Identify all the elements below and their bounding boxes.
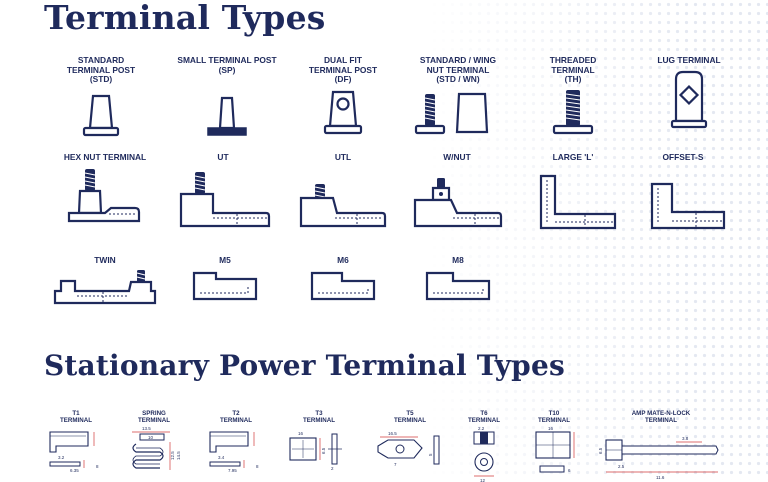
terminal-label: M8 — [452, 255, 464, 265]
t6-drawing-icon: 2.2 12 — [473, 426, 495, 482]
offset-s-terminal-icon — [650, 182, 726, 229]
dimension-label: 16.5 — [388, 431, 397, 436]
stationary-label: T1 TERMINAL — [60, 410, 92, 424]
hex-nut-terminal-icon — [67, 168, 141, 222]
stationary-label: AMP MATE-N-LOCK TERMINAL — [631, 410, 691, 424]
stationary-label: T5 TERMINAL — [394, 410, 426, 424]
dimension-label: 2 — [331, 466, 334, 471]
twin-terminal-icon — [53, 269, 157, 304]
t1-drawing-icon: 3.2 6.35 8 — [49, 431, 99, 473]
terminal-sp: SMALL TERMINAL POST (SP) — [172, 55, 282, 138]
terminal-label: LARGE 'L' — [552, 152, 594, 162]
t5-drawing-icon: 16.5 7 5 — [377, 431, 440, 467]
stationary-t2: T2 TERMINAL 3.4 7.95 8 — [206, 410, 266, 476]
terminal-label: SMALL TERMINAL POST (SP) — [177, 55, 277, 75]
stationary-amp: AMP MATE-N-LOCK TERMINAL 6.5 3.8 2.5 11.… — [596, 410, 726, 482]
terminal-m6: M6 — [288, 255, 398, 303]
dimension-label: 12.5 — [170, 451, 175, 460]
dimension-label: 7 — [394, 462, 397, 467]
stationary-t10: T10 TERMINAL 16 6 — [526, 410, 582, 482]
dimension-label: 3.2 — [58, 455, 65, 460]
spring-drawing-icon: 13.5 10 12.5 14.5 — [132, 426, 181, 470]
t3-drawing-icon: 16 6.5 2 — [289, 431, 342, 471]
terminal-label: M6 — [337, 255, 349, 265]
dimension-label: 14.5 — [176, 451, 181, 460]
dimension-label: 6 — [568, 468, 571, 473]
terminal-label: STANDARD TERMINAL POST (STD) — [66, 55, 136, 84]
dimension-label: 12 — [480, 478, 486, 482]
terminal-m8: M8 — [403, 255, 513, 303]
dimension-label: 7.95 — [228, 468, 237, 473]
section-title-terminal-types: Terminal Types — [44, 0, 326, 37]
amp-mate-n-lock-drawing-icon: 6.5 3.8 2.5 11.6 — [598, 436, 719, 480]
threaded-terminal-icon — [552, 89, 594, 134]
terminal-lug: LUG TERMINAL — [634, 55, 744, 129]
dimension-label: 16 — [548, 426, 554, 431]
dimension-label: 3.8 — [682, 436, 689, 441]
stationary-label: SPRING TERMINAL — [138, 410, 170, 424]
terminal-offset-s: OFFSET-S — [628, 152, 738, 232]
stationary-label: T10 TERMINAL — [538, 410, 570, 424]
terminal-label: LUG TERMINAL — [657, 55, 721, 65]
terminal-label: UTL — [334, 152, 352, 162]
dimension-label: 3.4 — [218, 455, 225, 460]
dimension-label: 6.35 — [70, 468, 79, 473]
terminal-label: M5 — [219, 255, 231, 265]
dimension-label: 2.5 — [618, 464, 625, 469]
terminal-w-nut: W/NUT — [402, 152, 512, 232]
terminal-label: TWIN — [94, 255, 116, 265]
stationary-label: T6 TERMINAL — [468, 410, 500, 424]
dimension-label: 10 — [148, 435, 154, 440]
dimension-label: 11.6 — [656, 475, 665, 480]
dimension-label: 16 — [298, 431, 304, 436]
dimension-label: 8 — [256, 464, 259, 469]
stationary-t3: T3 TERMINAL 16 6.5 2 — [284, 410, 354, 476]
dimension-label: 13.5 — [142, 426, 151, 431]
terminal-th: THREADED TERMINAL (TH) — [518, 55, 628, 138]
t2-drawing-icon: 3.4 7.95 8 — [209, 431, 259, 473]
terminal-hex-nut: HEX NUT TERMINAL — [50, 152, 160, 232]
small-post-icon — [207, 96, 247, 136]
stationary-label: T2 TERMINAL — [220, 410, 252, 424]
dual-fit-post-icon — [323, 90, 363, 134]
stationary-t6: T6 TERMINAL 2.2 12 — [460, 410, 508, 482]
m8-terminal-icon — [425, 271, 491, 300]
terminal-ut: UT — [168, 152, 278, 232]
terminal-std-wn: STANDARD / WING NUT TERMINAL (STD / WN) — [403, 55, 513, 138]
stationary-t1: T1 TERMINAL 3.2 6.35 8 — [46, 410, 106, 476]
terminal-twin: TWIN — [50, 255, 160, 305]
terminal-label: OFFSET-S — [662, 152, 704, 162]
stationary-spring: SPRING TERMINAL 13.5 10 12.5 14.5 — [124, 410, 184, 476]
large-l-terminal-icon — [539, 174, 617, 229]
stationary-label: T3 TERMINAL — [303, 410, 335, 424]
terminal-label: THREADED TERMINAL (TH) — [549, 55, 597, 84]
dimension-label: 8 — [96, 464, 99, 469]
terminal-large-l: LARGE 'L' — [518, 152, 628, 232]
terminal-label: HEX NUT TERMINAL — [63, 152, 147, 162]
dimension-label: 6.5 — [321, 447, 326, 454]
dimension-label: 2.2 — [478, 426, 485, 431]
terminal-df: DUAL FIT TERMINAL POST (DF) — [288, 55, 398, 138]
terminal-label: DUAL FIT TERMINAL POST (DF) — [308, 55, 378, 84]
lug-terminal-icon — [670, 70, 708, 128]
ut-terminal-icon — [179, 171, 271, 227]
w-nut-terminal-icon — [413, 177, 503, 227]
m6-terminal-icon — [310, 271, 376, 300]
m5-terminal-icon — [192, 271, 258, 300]
utl-terminal-icon — [299, 183, 387, 227]
dimension-label: 5 — [428, 453, 433, 456]
terminal-label: W/NUT — [443, 152, 471, 162]
terminal-m5: M5 — [170, 255, 280, 303]
t10-drawing-icon: 16 6 — [535, 426, 575, 473]
dimension-label: 6.5 — [598, 447, 603, 454]
terminal-label: STANDARD / WING NUT TERMINAL (STD / WN) — [419, 55, 497, 84]
wing-nut-terminal-icon — [414, 92, 489, 134]
terminal-std: STANDARD TERMINAL POST (STD) — [46, 55, 156, 138]
stationary-t5: T5 TERMINAL 16.5 7 5 — [372, 410, 448, 476]
section-title-stationary: Stationary Power Terminal Types — [44, 349, 565, 382]
terminal-utl: UTL — [288, 152, 398, 232]
terminal-label: UT — [217, 152, 229, 162]
std-post-icon — [82, 94, 120, 136]
